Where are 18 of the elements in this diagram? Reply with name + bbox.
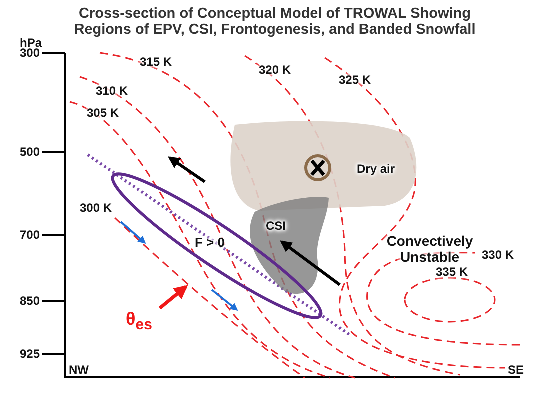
contour-label: 310 K bbox=[96, 84, 128, 98]
axis-tick-label: 700 bbox=[20, 228, 40, 242]
isentrope-line bbox=[114, 217, 306, 379]
contour-label: 320 K bbox=[259, 63, 292, 77]
region-label: Convectively Unstable bbox=[386, 233, 474, 265]
contour-label: 335 K bbox=[436, 265, 468, 279]
axis-tick-label: 500 bbox=[20, 145, 40, 159]
contour-label: 305 K bbox=[87, 106, 120, 120]
axis-tick-label: 925 bbox=[20, 347, 40, 361]
arrow bbox=[158, 285, 188, 310]
contour-label: 325 K bbox=[339, 73, 372, 87]
title: Cross-section of Conceptual Model of TROWAL Showing Regions of EPV, CSI, Frontogenesis, and Banded Snowfall bbox=[73, 6, 477, 38]
axis-tick-label: 850 bbox=[20, 294, 40, 308]
contour-label: 315 K bbox=[140, 55, 172, 69]
contour-label: 330 K bbox=[482, 248, 514, 262]
direction-label: SE bbox=[508, 363, 524, 377]
direction-label: NW bbox=[69, 363, 89, 377]
contour-label: 300 K bbox=[80, 201, 112, 215]
